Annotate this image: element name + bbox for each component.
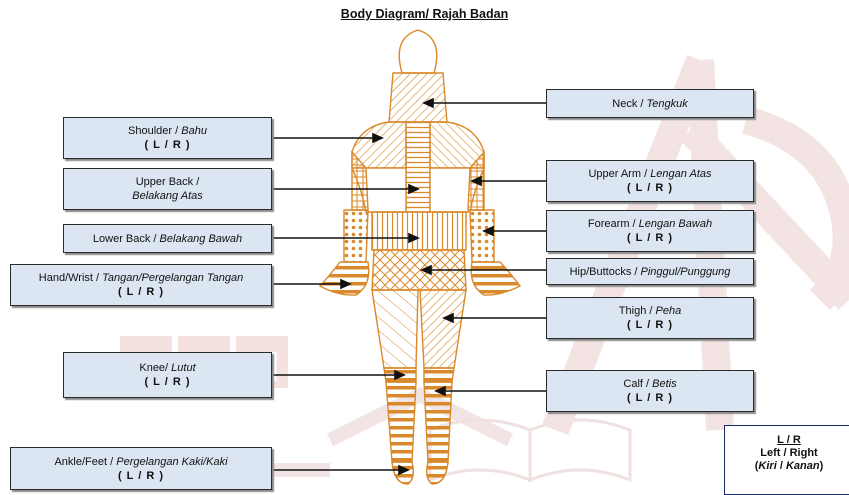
label-knee: Knee/ Lutut ( L / R ) — [63, 352, 272, 398]
label-thigh: Thigh / Peha ( L / R ) — [546, 297, 754, 339]
label-upper-back: Upper Back / Belakang Atas — [63, 168, 272, 210]
label-neck: Neck / Tengkuk — [546, 89, 754, 118]
label-upper-arm: Upper Arm / Lengan Atas ( L / R ) — [546, 160, 754, 202]
label-hand-wrist: Hand/Wrist / Tangan/Pergelangan Tangan (… — [10, 264, 272, 306]
legend-malay: (Kiri / Kanan) — [725, 460, 849, 473]
label-shoulder: Shoulder / Bahu ( L / R ) — [63, 117, 272, 159]
legend-english: Left / Right — [725, 447, 849, 460]
label-forearm: Forearm / Lengan Bawah ( L / R ) — [546, 210, 754, 252]
label-calf: Calf / Betis ( L / R ) — [546, 370, 754, 412]
label-lower-back: Lower Back / Belakang Bawah — [63, 224, 272, 253]
label-ankle-feet: Ankle/Feet / Pergelangan Kaki/Kaki ( L /… — [10, 447, 272, 490]
side-legend: L / R Left / Right (Kiri / Kanan) — [724, 425, 849, 495]
legend-abbr: L / R — [725, 434, 849, 447]
label-hip-buttocks: Hip/Buttocks / Pinggul/Punggung — [546, 258, 754, 285]
